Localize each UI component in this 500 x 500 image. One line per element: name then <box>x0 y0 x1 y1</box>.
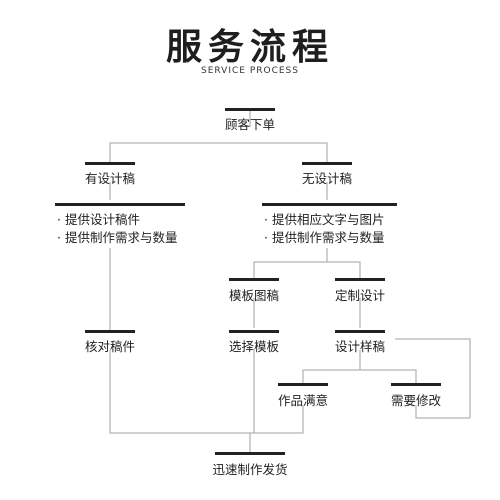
bar-satisfied <box>278 383 328 386</box>
left-bullet-item: · 提供设计稿件 <box>57 212 140 227</box>
bar-choose-template <box>229 330 279 333</box>
right-bullet-list: · 提供相应文字与图片 · 提供制作需求与数量 <box>264 211 384 247</box>
connector-custom <box>302 298 417 383</box>
left-bullet-list: · 提供设计稿件 · 提供制作需求与数量 <box>57 211 177 247</box>
connector-satisfied <box>249 405 304 453</box>
connector-right-split <box>253 182 361 278</box>
right-bullet-item: · 提供相应文字与图片 <box>264 212 385 227</box>
node-design-sample: 设计样稿 <box>334 339 386 354</box>
connector-left-column <box>109 182 250 434</box>
node-satisfied: 作品满意 <box>277 393 329 408</box>
node-without-design: 无设计稿 <box>301 171 353 186</box>
node-with-design: 有设计稿 <box>84 171 136 186</box>
node-order: 顾客下单 <box>224 117 276 132</box>
bar-design-sample <box>335 330 385 333</box>
left-bullet-item: · 提供制作需求与数量 <box>57 230 178 245</box>
bar-check-draft <box>85 330 135 333</box>
right-bullet-item: · 提供制作需求与数量 <box>264 230 385 245</box>
node-ship: 迅速制作发货 <box>212 462 288 477</box>
node-needs-changes: 需要修改 <box>390 393 442 408</box>
bar-template-draft <box>229 278 279 281</box>
node-check-draft: 核对稿件 <box>84 339 136 354</box>
bar-ship <box>215 452 285 455</box>
bar-without-design <box>302 162 352 165</box>
connector-order-branch <box>109 110 328 162</box>
connector-revise-loop <box>395 338 471 419</box>
bar-needs-changes <box>391 383 441 386</box>
node-choose-template: 选择模板 <box>228 339 280 354</box>
page-subtitle: SERVICE PROCESS <box>201 66 299 76</box>
bar-with-design <box>85 162 135 165</box>
bar-left-bullets <box>55 203 185 206</box>
page-title: 服务流程 <box>165 27 334 68</box>
node-custom-design: 定制设计 <box>334 288 386 303</box>
node-template-draft: 模板图稿 <box>228 288 280 303</box>
bar-right-bullets <box>262 203 397 206</box>
bar-order <box>225 108 275 111</box>
bar-custom-design <box>335 278 385 281</box>
